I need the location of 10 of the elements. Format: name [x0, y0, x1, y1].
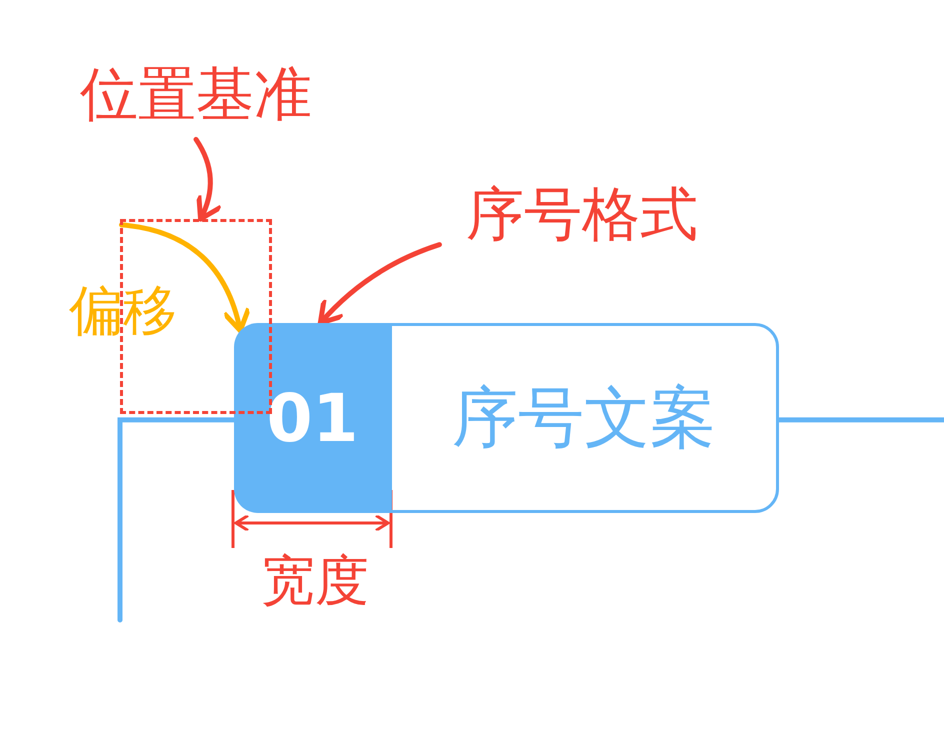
connector-line	[118, 417, 236, 622]
arrow	[194, 136, 223, 222]
connector-line	[776, 417, 944, 422]
arrow	[318, 242, 442, 326]
topic-box: 序号文案	[389, 323, 779, 513]
callout-text: 位置基准	[64, 58, 328, 132]
callout-text: 序号格式	[450, 178, 714, 252]
dimension-label: 宽度	[260, 548, 370, 614]
arrow	[119, 222, 250, 334]
number-badge: 01	[234, 323, 391, 513]
